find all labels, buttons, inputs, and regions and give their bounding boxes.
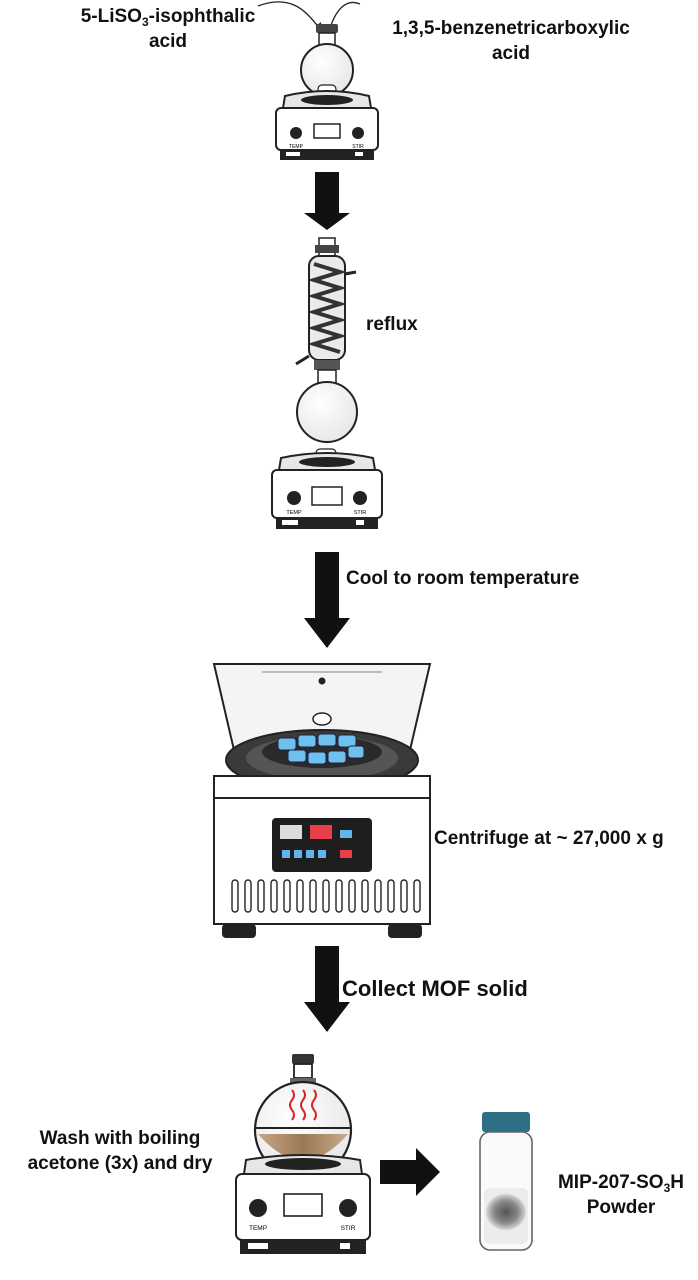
process-arrow-2	[304, 552, 350, 648]
condenser-coil	[307, 262, 347, 354]
centrifuge-foot-right	[388, 924, 422, 938]
wash-flask-stopper	[292, 1054, 314, 1064]
water-inlet	[295, 354, 310, 366]
temp-label-2: TEMP	[286, 510, 302, 516]
reagent-label-left: 5-LiSO3-isophthalic acid	[80, 6, 256, 52]
stir-label: STIR	[352, 144, 364, 150]
temp-knob[interactable]	[290, 127, 302, 139]
product-vial	[479, 1112, 533, 1251]
centrifuge-display-2	[310, 825, 332, 839]
process-arrow-3	[304, 946, 350, 1032]
reagent-label-right: 1,3,5-benzenetricarboxylic acid	[392, 18, 630, 64]
process-arrow-1	[304, 172, 350, 230]
stir-knob[interactable]	[352, 127, 364, 139]
centrifuge-top-rim	[213, 775, 431, 799]
centrifuge-key-1[interactable]	[282, 850, 290, 858]
stir-label-2: STIR	[354, 510, 367, 516]
centrifuge-key-3[interactable]	[306, 850, 314, 858]
centrifuge-button-blue[interactable]	[340, 830, 352, 838]
product-label: MIP-207-SO3H Powder	[557, 1172, 684, 1218]
temp-knob-2[interactable]	[287, 491, 301, 505]
process-arrow-4	[380, 1148, 440, 1196]
step-wash-label: Wash with boiling acetone (3x) and dry	[27, 1128, 213, 1174]
product-powder	[486, 1194, 526, 1230]
heat-waves	[289, 1089, 317, 1121]
stir-knob-3[interactable]	[339, 1199, 357, 1217]
centrifuge-key-2[interactable]	[294, 850, 302, 858]
centrifuge-foot-left	[222, 924, 256, 938]
centrifuge-key-4[interactable]	[318, 850, 326, 858]
wash-setup: TEMP STIR	[235, 1054, 371, 1254]
hotplate-stirrer-1: TEMP STIR	[257, 1, 379, 160]
step-collect-label: Collect MOF solid	[342, 976, 528, 1001]
reflux-flask	[296, 381, 358, 443]
stir-label-3: STIR	[341, 1225, 356, 1232]
centrifuge	[212, 663, 432, 938]
vial-cap	[482, 1112, 530, 1132]
centrifuge-button-red[interactable]	[340, 850, 352, 858]
stir-knob-2[interactable]	[353, 491, 367, 505]
reflux-setup: TEMP STIR	[271, 237, 383, 529]
centrifuge-vents	[231, 879, 421, 913]
temp-label: TEMP	[289, 144, 304, 150]
step-cool-label: Cool to room temperature	[346, 568, 580, 589]
reagent-arrow-left	[257, 1, 320, 29]
temp-label-3: TEMP	[249, 1225, 267, 1232]
centrifuge-tubes	[277, 733, 365, 765]
centrifuge-display-1	[280, 825, 302, 839]
flask-stopper	[316, 24, 338, 33]
step-centrifuge-label: Centrifuge at ~ 27,000 x g	[434, 828, 664, 849]
hotplate-display	[313, 123, 341, 139]
step-reflux-label: reflux	[366, 314, 418, 335]
reagent-arrow-right	[329, 1, 361, 29]
temp-knob-3[interactable]	[249, 1199, 267, 1217]
mof-solid	[258, 1134, 348, 1160]
water-outlet	[344, 270, 357, 276]
